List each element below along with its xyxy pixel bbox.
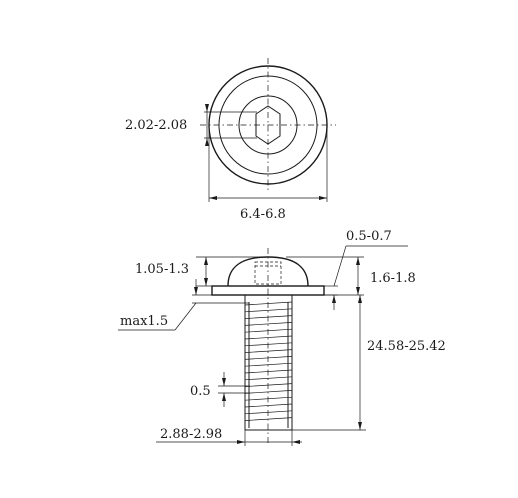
head-height-arrow-bottom: [204, 278, 208, 286]
diam-dim-arrow-left: [209, 196, 217, 200]
fillet-label: max1.5: [120, 314, 168, 329]
flange-dim-arrow: [332, 295, 336, 303]
thread-diameter-label: 2.88-2.98: [160, 427, 222, 442]
flange: [211, 285, 325, 296]
thread-line: [244, 308, 293, 313]
pitch-arrow-bottom: [222, 393, 226, 401]
thread-line: [244, 417, 293, 421]
flange-leader: [333, 245, 347, 287]
top-view: 2.02-2.08 6.4-6.8: [125, 58, 336, 222]
head-height-arrow-top: [204, 257, 208, 265]
thread-lines: [244, 301, 293, 421]
thread-line: [244, 369, 293, 374]
thread-line: [244, 390, 293, 394]
total-head-arrow-bottom: [356, 287, 360, 295]
thread-line: [244, 383, 293, 387]
thread-line: [244, 328, 293, 333]
thread-line: [244, 376, 293, 381]
side-view: 0.5-0.7 1.05-1.3 1.6-1.8 max1.5 24.58-25…: [118, 229, 446, 446]
thread-line: [244, 342, 293, 347]
fillet-arrow: [194, 287, 198, 295]
pitch-label: 0.5: [190, 384, 211, 399]
length-arrow-bottom: [358, 422, 362, 430]
fillet-leader: [174, 302, 197, 331]
total-head-label: 1.6-1.8: [370, 271, 416, 286]
thread-diam-arrow-left: [237, 440, 245, 444]
thread-line: [244, 410, 293, 415]
hex-dim-arrow-top: [205, 104, 209, 112]
hex-size-label: 2.02-2.08: [125, 118, 187, 133]
hex-socket: [255, 105, 281, 145]
total-head-arrow-top: [356, 257, 360, 265]
hex-dim-arrow-bottom: [205, 138, 209, 146]
pitch-arrow-top: [222, 378, 226, 386]
thread-line: [244, 335, 293, 340]
thread-line: [244, 356, 293, 360]
head-diameter-label: 6.4-6.8: [240, 207, 286, 222]
head-height-label: 1.05-1.3: [135, 262, 189, 277]
thread-line: [244, 362, 293, 367]
thread-line: [244, 396, 293, 401]
thread-line: [244, 403, 293, 408]
diam-dim-arrow-right: [319, 196, 327, 200]
thread-line: [244, 315, 293, 319]
thread-line: [244, 322, 293, 326]
length-arrow-top: [358, 295, 362, 303]
thread-line: [244, 349, 293, 353]
length-label: 24.58-25.42: [367, 339, 446, 354]
flange-thickness-label: 0.5-0.7: [346, 229, 392, 244]
thread-line: [244, 301, 293, 306]
